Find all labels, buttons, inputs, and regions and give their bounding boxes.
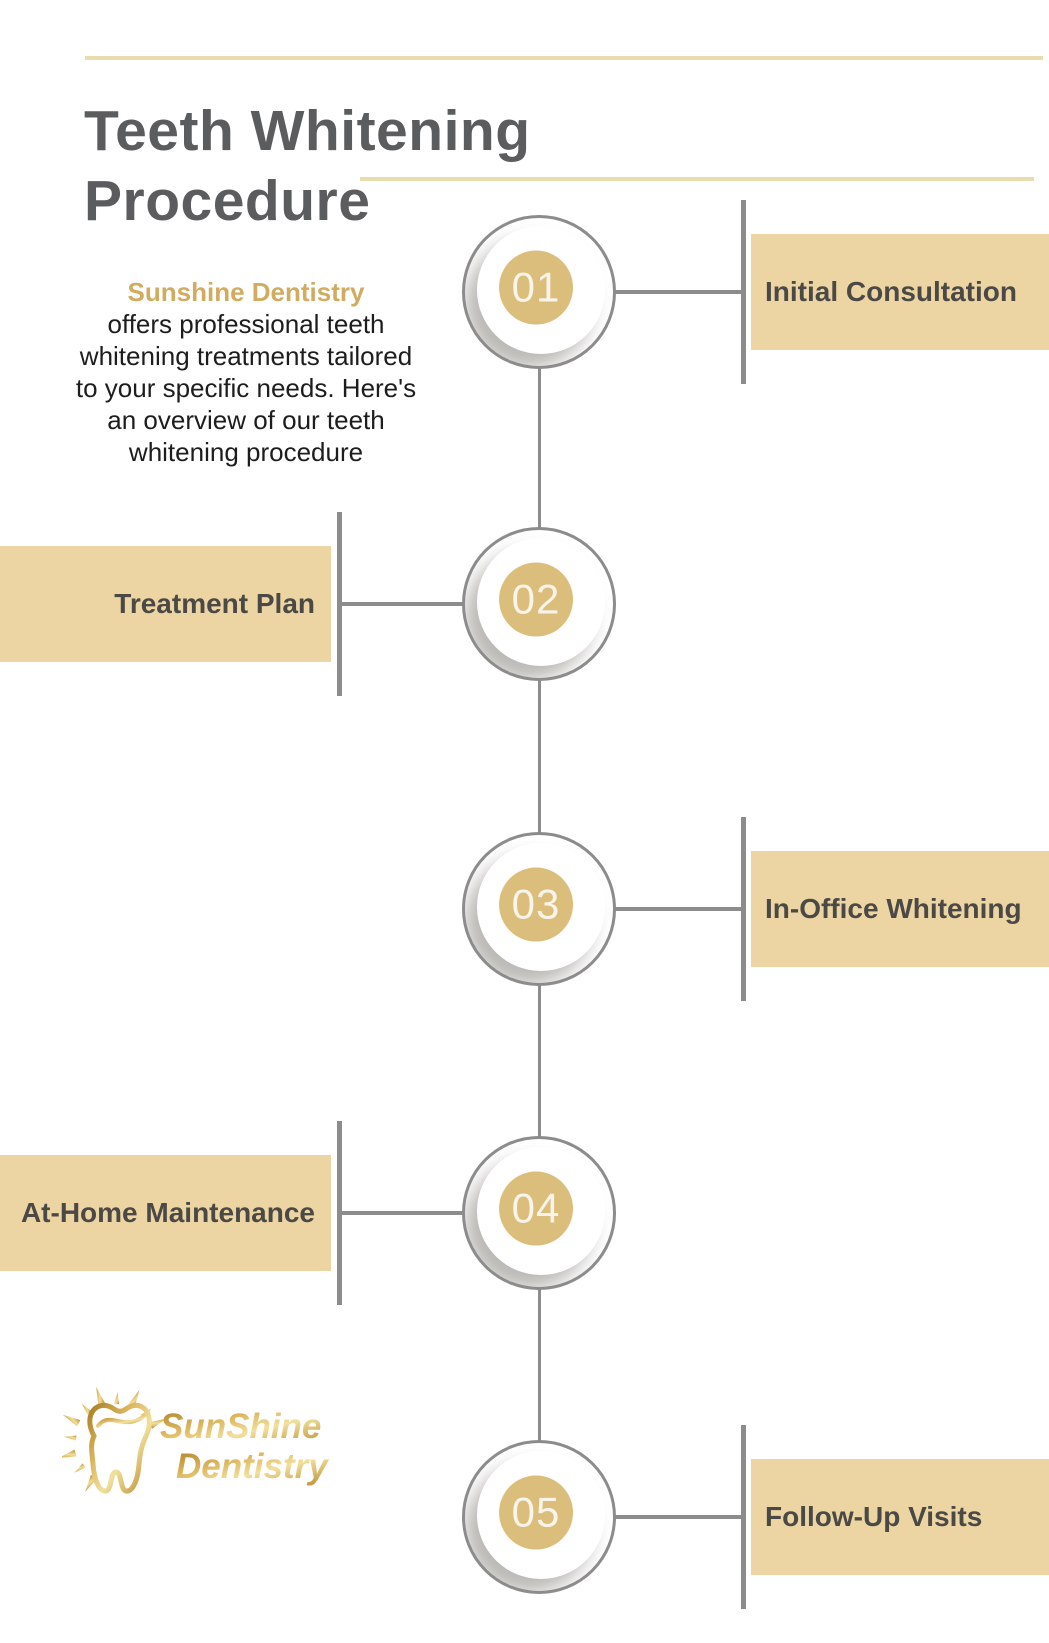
intro-text: offers professional teeth whitening trea… — [75, 309, 417, 467]
step-label-box: In-Office Whitening — [751, 851, 1049, 967]
decorative-line-title — [360, 177, 1034, 181]
timeline-segment — [538, 680, 541, 833]
step-number-badge: 03 — [499, 867, 574, 942]
decorative-line-top — [85, 56, 1043, 60]
step-label-box: Follow-Up Visits — [751, 1459, 1049, 1575]
label-end-bar — [741, 1425, 746, 1609]
step-number-badge: 01 — [499, 250, 574, 325]
page-title: Teeth Whitening Procedure — [84, 99, 531, 234]
label-end-bar — [741, 817, 746, 1001]
step-label: Initial Consultation — [765, 276, 1017, 307]
step-label: Treatment Plan — [114, 588, 315, 619]
connector-line — [614, 290, 741, 294]
step-circle: 05 — [462, 1440, 616, 1594]
connector-line — [614, 907, 741, 911]
label-end-bar — [337, 512, 342, 696]
step-label-box: Treatment Plan — [0, 546, 331, 662]
timeline-segment — [538, 368, 541, 528]
logo-text-line2: Dentistry — [176, 1447, 329, 1486]
sunshine-dentistry-logo: SunShine Dentistry — [62, 1386, 329, 1494]
label-end-bar — [741, 200, 746, 384]
step-label: In-Office Whitening — [765, 893, 1022, 924]
step-label-box: At-Home Maintenance — [0, 1155, 331, 1271]
step-label: At-Home Maintenance — [20, 1197, 315, 1228]
tooth-icon — [87, 1402, 152, 1494]
step-label: Follow-Up Visits — [765, 1501, 983, 1532]
step-circle: 04 — [462, 1136, 616, 1290]
logo-text-line1: SunShine — [160, 1407, 321, 1446]
step-circle: 01 — [462, 215, 616, 369]
connector-line — [341, 602, 465, 606]
step-label-box: Initial Consultation — [751, 234, 1049, 350]
connector-line — [341, 1211, 465, 1215]
connector-line — [614, 1515, 741, 1519]
sun-rays-icon — [62, 1386, 167, 1493]
brand-name: Sunshine Dentistry — [127, 277, 365, 307]
step-number-badge: 04 — [499, 1171, 574, 1246]
step-number-badge: 02 — [499, 562, 574, 637]
timeline-segment — [538, 985, 541, 1137]
timeline-segment — [538, 1289, 541, 1441]
label-end-bar — [337, 1121, 342, 1305]
step-circle: 03 — [462, 832, 616, 986]
step-circle: 02 — [462, 527, 616, 681]
step-number-badge: 05 — [499, 1475, 574, 1550]
